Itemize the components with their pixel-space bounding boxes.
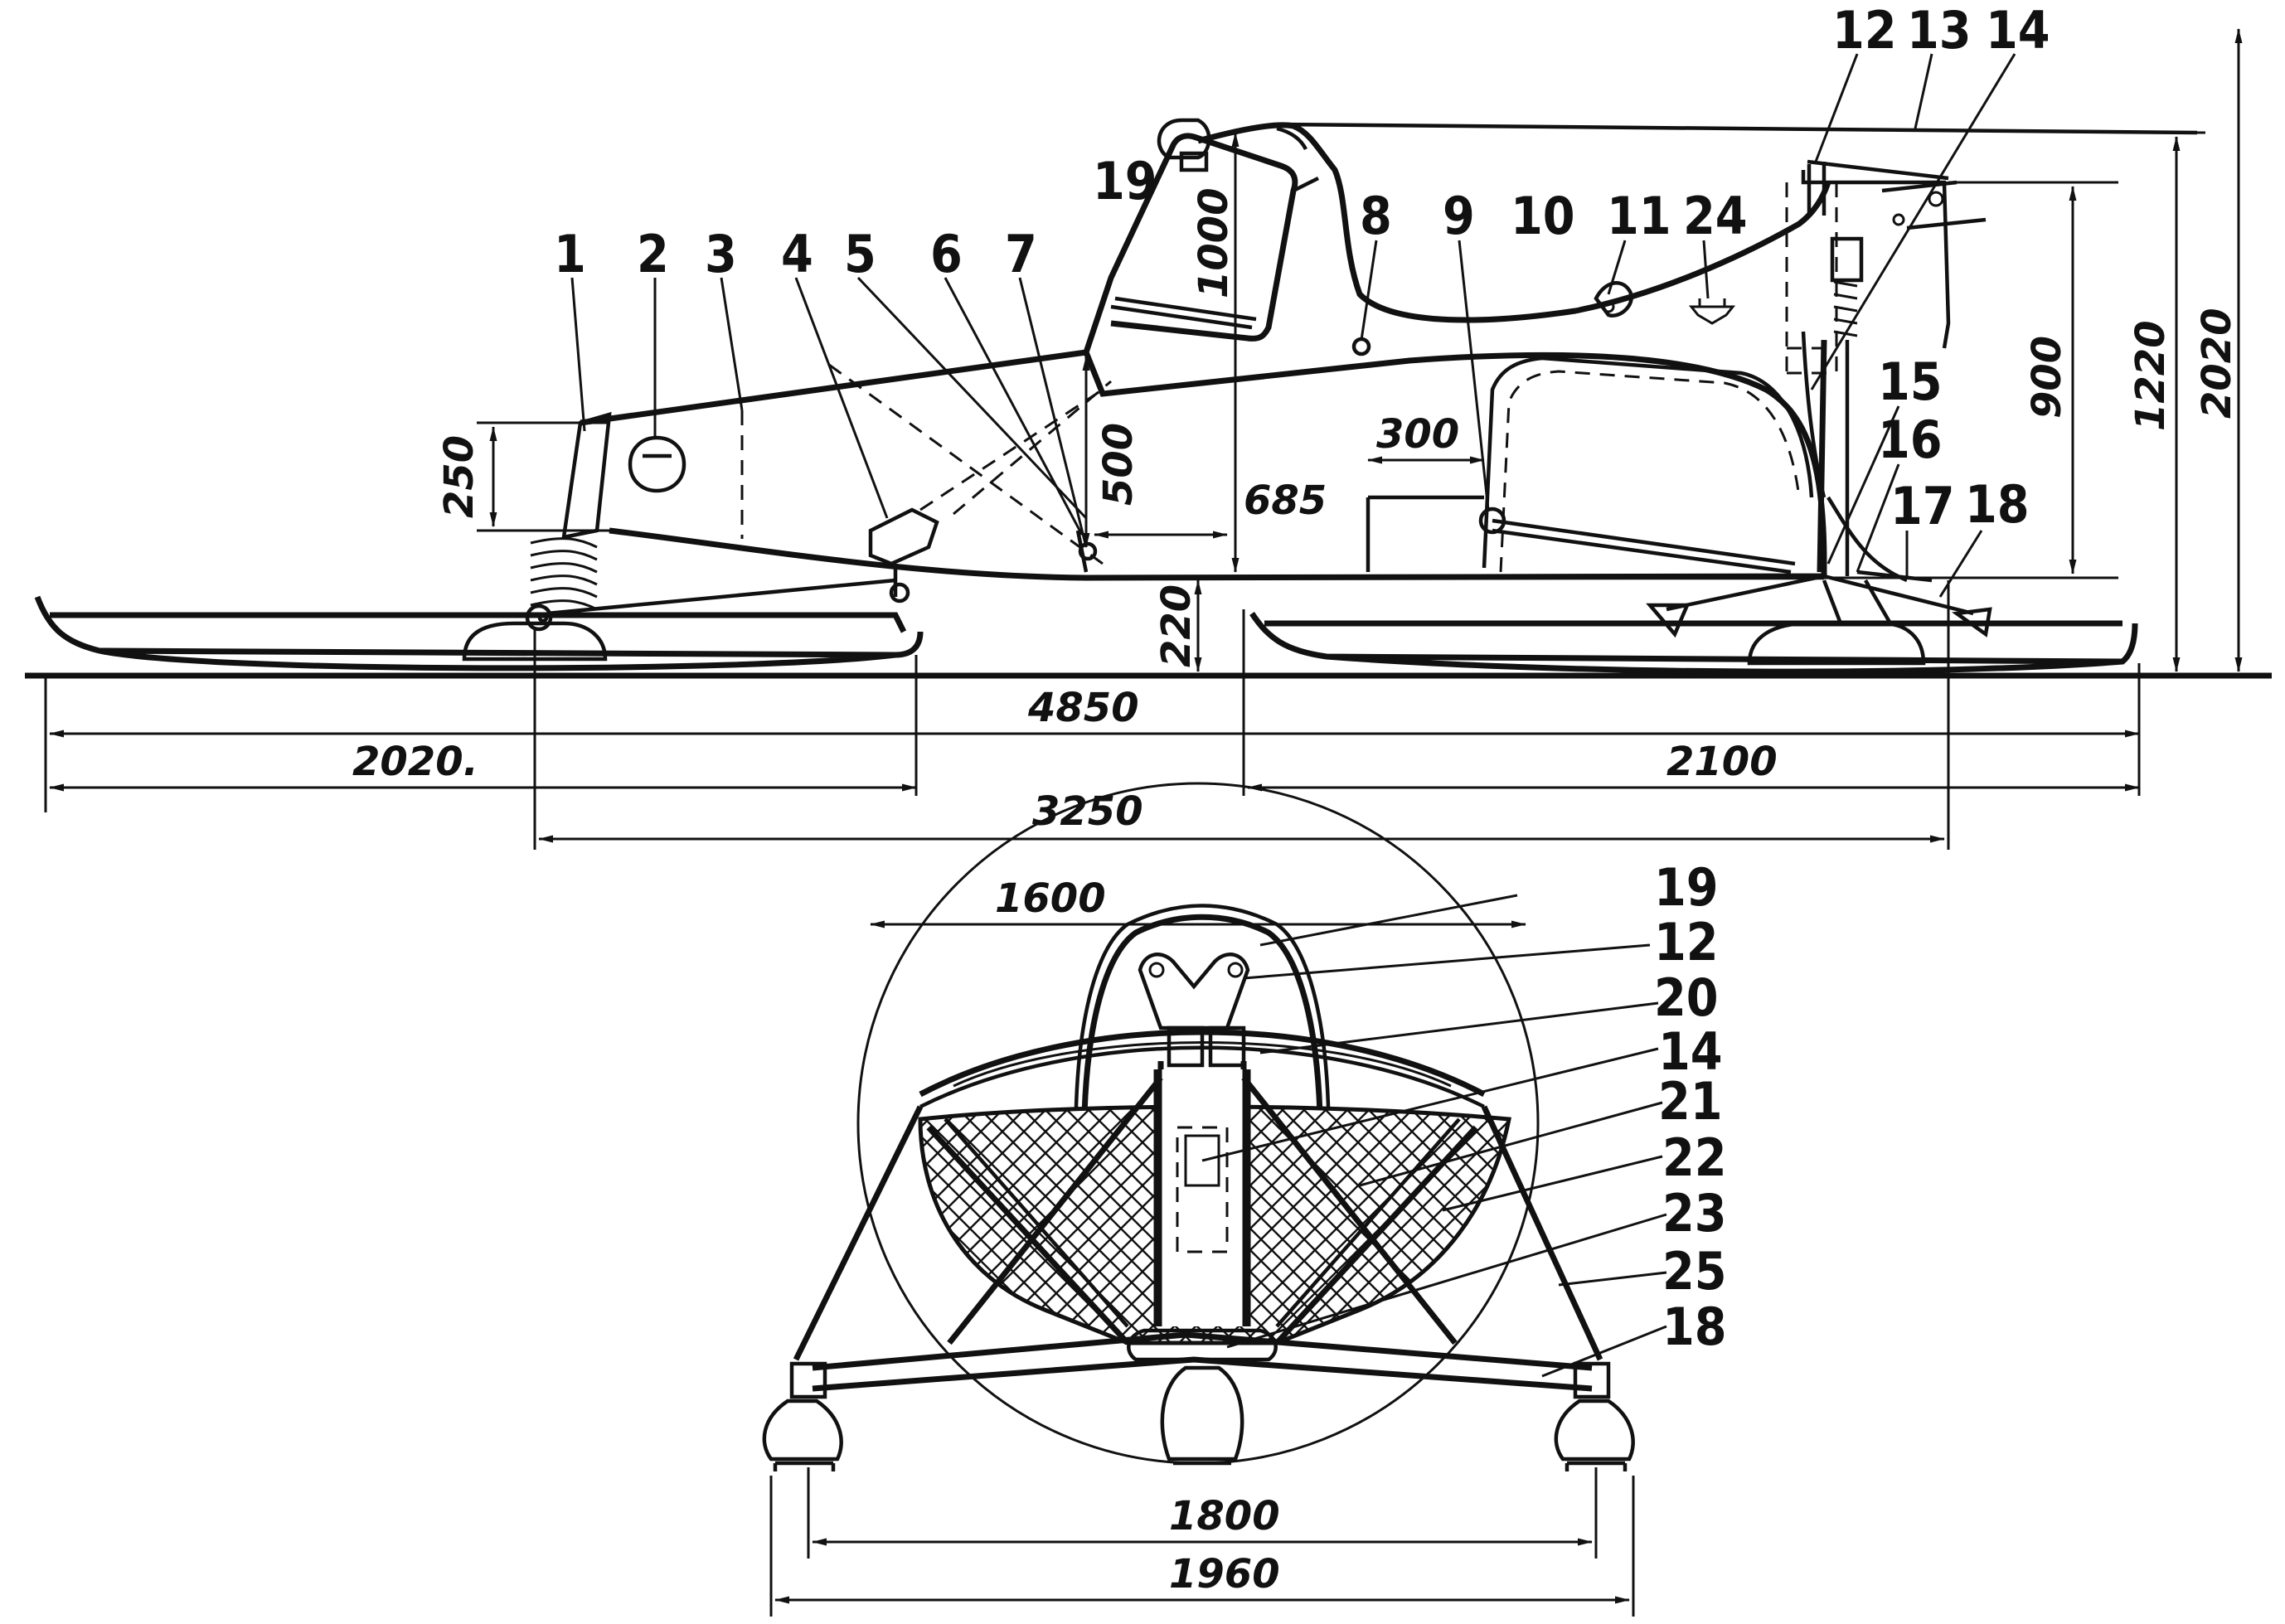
callout-7: 7 [1005,224,1037,284]
callout-12: 12 [1832,0,1897,61]
callout-5: 5 [844,224,876,284]
seat-back [1083,133,1298,354]
front-callout-25: 25 [1662,1241,1727,1302]
callout-4: 4 [781,224,813,284]
dim-220: 220 [1153,584,1200,667]
ski-mount-center [1160,1365,1244,1466]
dim-2020-vertical: 2020 [2194,308,2240,419]
dim-685: 685 [1244,478,1327,524]
front-callout-23: 23 [1662,1183,1727,1243]
rear-ski [1249,612,2138,675]
callout-9: 9 [1443,186,1475,246]
callout-1: 1 [554,224,586,284]
hull-outline [580,349,1827,581]
callout-2: 2 [637,224,669,284]
front-ski [34,595,924,671]
dim-1000: 1000 [1191,187,1237,298]
side-dimensions [44,28,2243,850]
dim-250: 250 [436,435,483,518]
dim-4850: 4850 [1027,685,1139,731]
rear-ski-mount [1747,621,1926,666]
dim-2100: 2100 [1666,739,1778,785]
fuel-cap [628,435,686,493]
callout-15: 15 [1878,351,1943,412]
side-view [25,118,2272,679]
callout-17: 17 [1890,476,1955,536]
callout-13: 13 [1907,0,1972,61]
front-view [762,782,1635,1617]
leader-lines [570,53,2016,1378]
dim-1220: 1220 [2127,320,2174,431]
front-callout-21: 21 [1658,1071,1723,1132]
callout-24: 24 [1683,186,1748,246]
callout-3: 3 [705,224,737,284]
ski-mount-right [1554,1399,1635,1466]
front-suspension [525,411,896,632]
front-callout-22: 22 [1662,1127,1727,1188]
dim-500: 500 [1095,423,1142,506]
dim-1960: 1960 [1169,1551,1280,1597]
callout-10: 10 [1511,186,1575,246]
headrest [1157,118,1211,160]
callout-6: 6 [930,224,963,284]
dimension-labels: 250 1000 500 300 685 220 900 1220 2020 4… [352,187,2240,1597]
front-lower-frame [812,1331,1593,1392]
ski-mount-left [762,1399,843,1466]
dim-300: 300 [1376,411,1459,458]
front-callout-18: 18 [1662,1297,1727,1357]
front-callout-19: 19 [1654,857,1719,918]
callout-11: 11 [1607,186,1671,246]
dim-1800: 1800 [1169,1493,1280,1539]
front-callout-12: 12 [1654,912,1719,972]
front-callout-14: 14 [1658,1021,1723,1082]
dim-1600: 1600 [995,875,1106,922]
dim-2020-horizontal: 2020. [352,739,478,785]
front-callout-20: 20 [1654,967,1719,1028]
callout-18: 18 [1965,474,2030,535]
dim-3250: 3250 [1032,788,1143,835]
front-seat-back [1081,914,1323,1203]
callout-14: 14 [1986,0,2050,61]
front-ski-mount [462,621,608,662]
callout-16: 16 [1878,410,1943,470]
callout-8: 8 [1360,186,1392,246]
callout-19: 19 [1093,151,1157,211]
dim-900: 900 [2024,336,2070,419]
front-callout-labels: 19 12 20 14 21 22 23 25 18 [1654,857,1727,1357]
engine-housing [1482,356,1814,569]
steering-unit [868,507,939,597]
side-callout-labels: 1 2 3 4 5 6 7 8 9 10 11 24 12 13 14 15 1… [554,0,2050,536]
